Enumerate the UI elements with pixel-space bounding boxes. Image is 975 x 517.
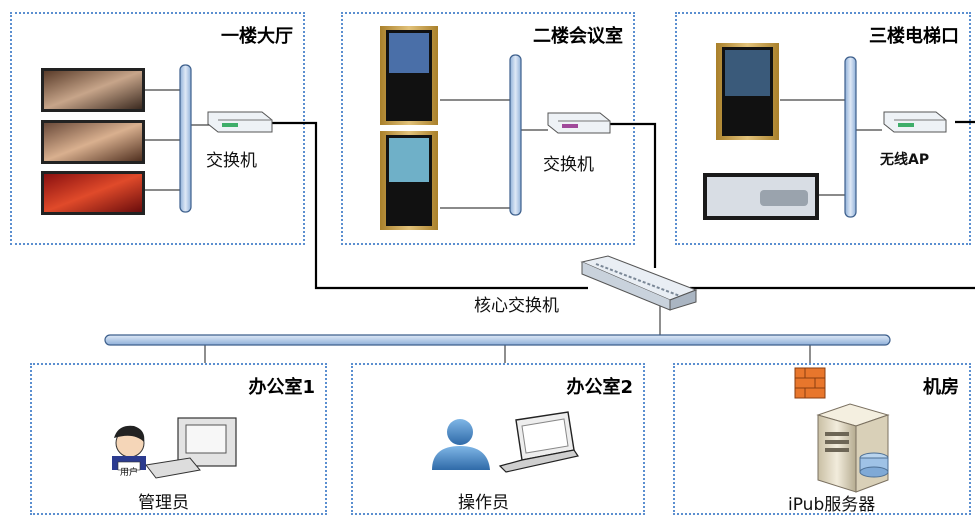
floor3-wide-screen [703, 173, 819, 220]
firewall-icon [794, 367, 826, 399]
bus-floor2 [509, 54, 522, 216]
floor1-screen-1 [41, 68, 145, 112]
core-switch-label: 核心交换机 [474, 296, 559, 316]
switch-floor2-device [547, 112, 611, 134]
zone-floor3-title: 三楼电梯口 [869, 26, 959, 47]
connector-lines [144, 89, 882, 363]
operator-laptop-icon [498, 411, 579, 473]
bus-floor1 [179, 64, 192, 213]
zone-office2: 办公室2 [351, 363, 645, 515]
cable-floor1-to-core [268, 121, 588, 290]
server-label: iPub服务器 [788, 495, 876, 515]
admin-computer-icon [145, 417, 237, 479]
zone-office2-title: 办公室2 [566, 377, 633, 398]
zone-office1-title: 办公室1 [248, 377, 315, 398]
switch-floor2-label: 交换机 [543, 155, 594, 175]
server-icon [816, 403, 890, 493]
floor2-kiosk-2 [380, 131, 438, 230]
cable-lines [268, 120, 975, 290]
zone-floor1-title: 一楼大厅 [221, 26, 293, 47]
wireless-ap-device [883, 111, 947, 133]
backbone-bus [104, 334, 891, 346]
user-tag-label: 用户 [120, 468, 139, 478]
zone-floor2-title: 二楼会议室 [533, 26, 623, 47]
switch-floor1-label: 交换机 [206, 151, 257, 171]
operator-person-icon [432, 419, 490, 470]
cable-floor2-to-core [600, 122, 657, 268]
floor1-screen-2 [41, 120, 145, 164]
switch-floor1-device [207, 111, 273, 133]
zone-server-room-title: 机房 [923, 377, 959, 398]
floor1-screen-3 [41, 171, 145, 215]
core-switch-device [580, 255, 698, 311]
bus-floor3 [844, 56, 857, 218]
admin-label: 管理员 [138, 493, 189, 513]
floor3-kiosk [716, 43, 779, 140]
wireless-ap-label: 无线AP [880, 152, 930, 168]
floor2-kiosk-1 [380, 26, 438, 125]
admin-person-icon [112, 425, 146, 471]
operator-label: 操作员 [458, 493, 509, 513]
